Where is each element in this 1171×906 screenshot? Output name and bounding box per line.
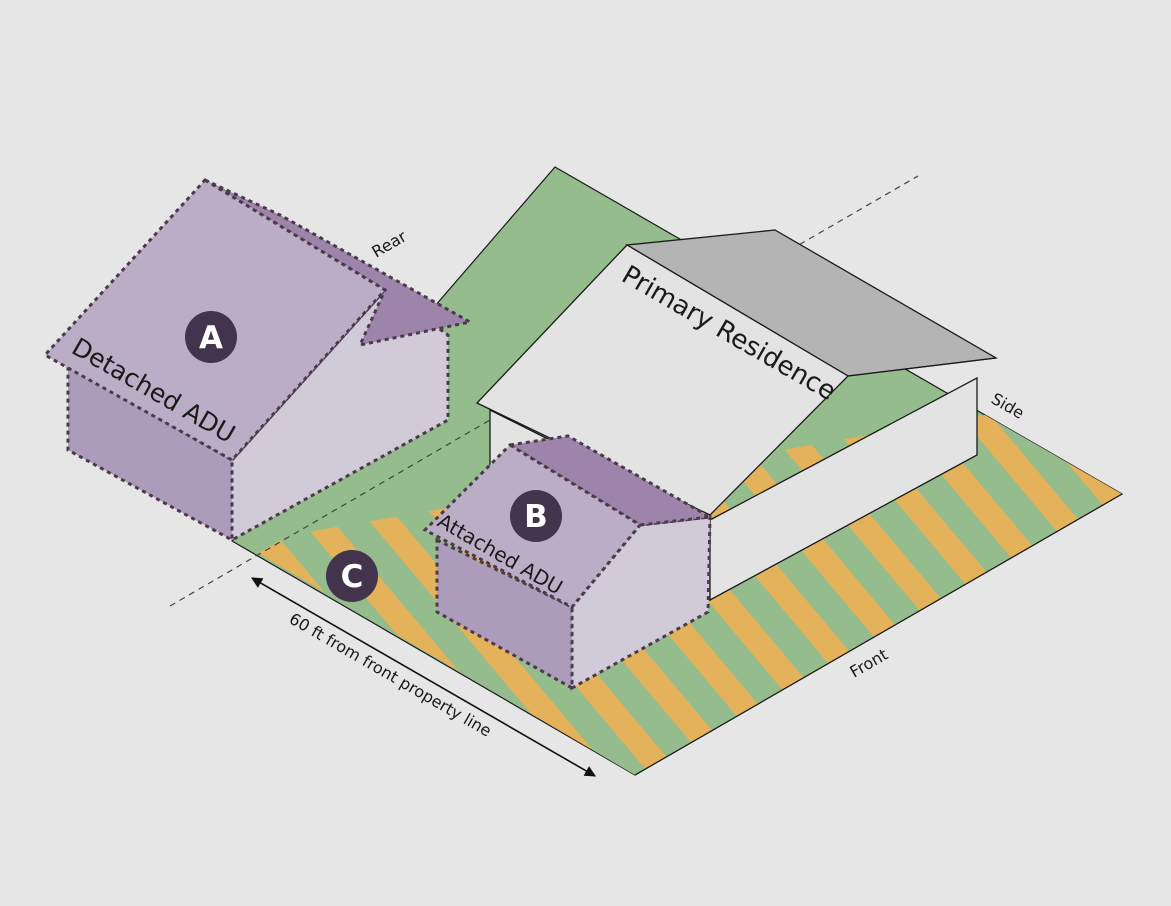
- badge-a-letter: A: [199, 320, 223, 356]
- attached-adu-back-roof: [505, 434, 715, 527]
- badge-b-letter: B: [524, 499, 548, 535]
- badge-a: A: [185, 311, 237, 363]
- detached-adu-left-wall: [66, 362, 234, 543]
- badge-c: C: [326, 550, 378, 602]
- setback-line-right: [789, 175, 919, 251]
- label-rear: Rear: [369, 226, 411, 261]
- distance-arrow: [251, 577, 596, 777]
- label-side: Side: [988, 389, 1027, 423]
- lot-edge-front: [634, 493, 1123, 776]
- label-front: Front: [847, 645, 892, 682]
- badge-b: B: [510, 490, 562, 542]
- setback-line-left: [169, 419, 491, 607]
- residence-eave: [847, 357, 997, 377]
- detached-adu-back-roof: [204, 178, 475, 348]
- badge-c-letter: C: [341, 559, 364, 595]
